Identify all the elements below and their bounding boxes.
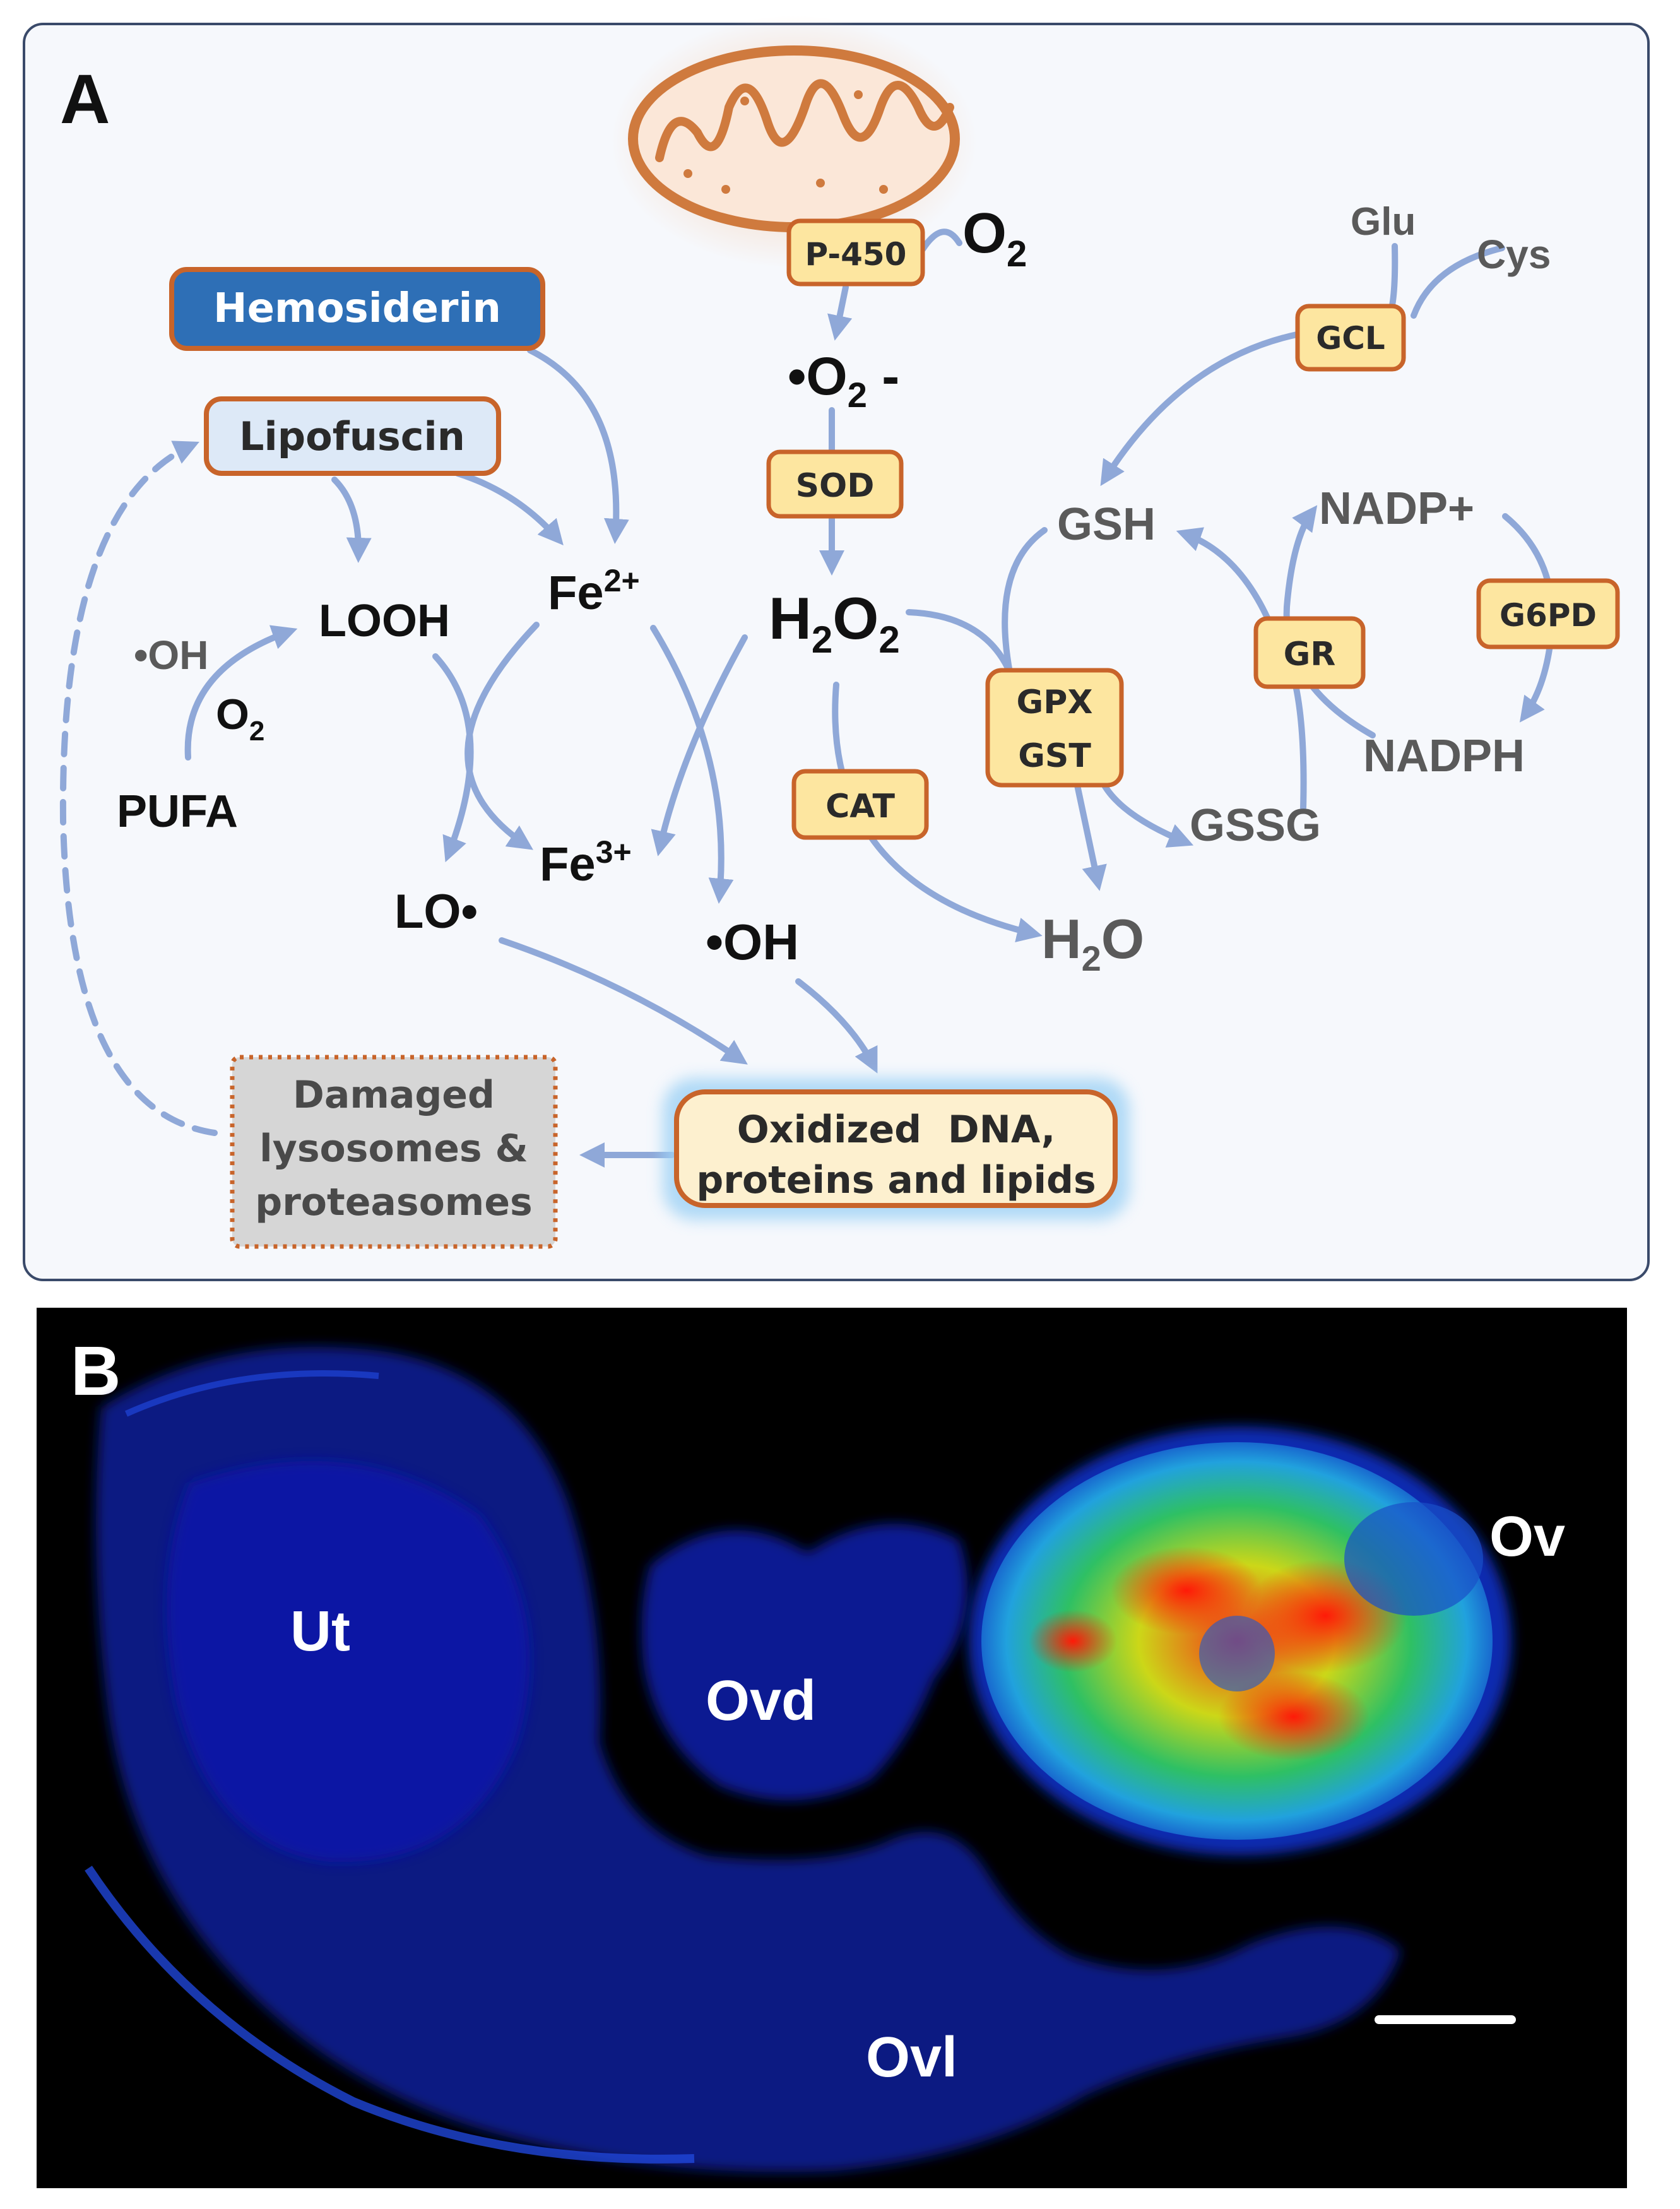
label-ov: Ov — [1489, 1505, 1565, 1568]
panel-a: A — [23, 16, 1650, 1281]
gcl-label: GCL — [1316, 320, 1385, 357]
looh-label: LOOH — [319, 596, 450, 646]
arrow-gpx-to-h2o — [1073, 776, 1107, 891]
hemosiderin-label: Hemosiderin — [213, 285, 501, 332]
fe2-label: Fe2+ — [548, 563, 640, 620]
hemosiderin-box: Hemosiderin — [169, 267, 545, 351]
label-ovl: Ovl — [866, 2026, 957, 2089]
enzyme-gpx-gst: GPX GST — [985, 668, 1124, 788]
arrow-damaged-to-lipofuscin-dashed — [59, 441, 218, 1136]
glu-label: Glu — [1351, 200, 1416, 244]
oxidized-line-2: proteins and lipids — [696, 1158, 1096, 1202]
lo-radical-label: LO• — [394, 885, 478, 939]
uterus-inner-fold — [167, 1460, 530, 1863]
arrow-h2o2-to-h2o-cat — [832, 682, 1043, 943]
sod-label: SOD — [796, 467, 875, 505]
arrow-hemosiderin-to-fe2 — [527, 347, 629, 544]
nadp-plus-label: NADP+ — [1319, 483, 1474, 534]
arrow-p450-to-superoxide — [827, 284, 853, 341]
lipofuscin-label: Lipofuscin — [239, 413, 465, 459]
tissue-edge-strands-2 — [124, 1370, 379, 1417]
nadph-label: NADPH — [1363, 731, 1525, 781]
arrow-lo-to-oxidized — [499, 937, 748, 1065]
oh-small-label: •OH — [134, 632, 208, 678]
arrow-lipofuscin-to-looh — [331, 477, 372, 563]
lipofuscin-box: Lipofuscin — [204, 396, 501, 476]
cys-label: Cys — [1477, 232, 1551, 277]
tissue-edge-strands — [85, 1866, 695, 2164]
arrow-h2o2-to-fe3 — [651, 634, 748, 856]
oxidized-dna-box: Oxidized DNA, proteins and lipids — [663, 1078, 1130, 1220]
arrow-pufa-to-looh — [184, 625, 298, 761]
mitochondrion-icon — [611, 16, 977, 268]
arrow-fe2-to-oh — [650, 625, 734, 904]
arrow-gcl-to-gsh — [1100, 331, 1300, 487]
superoxide-label: •O2 - — [788, 346, 899, 415]
p450-label: P-450 — [805, 236, 907, 273]
gr-label: GR — [1284, 636, 1336, 673]
panel-b: B Ut Ovd Ov Ovl — [37, 1308, 1627, 2188]
label-ovd: Ovd — [706, 1669, 816, 1732]
enzyme-cat: CAT — [791, 769, 929, 840]
cat-label: CAT — [825, 788, 895, 826]
fe3-label: Fe3+ — [540, 834, 632, 891]
h2o-label: H2O — [1041, 908, 1144, 978]
damaged-lysosomes-box: Damaged lysosomes & proteasomes — [230, 1055, 558, 1249]
panel-b-letter: B — [71, 1332, 121, 1410]
damaged-line-2: lysosomes & — [259, 1127, 528, 1171]
enzyme-p450: P-450 — [786, 218, 925, 287]
o2-small-label: O2 — [216, 690, 264, 747]
h2o2-label: H2O2 — [769, 585, 900, 661]
arrow-lipofuscin-to-fe2 — [454, 470, 564, 546]
oxidized-line-1: Oxidized DNA, — [737, 1108, 1056, 1152]
label-ut: Ut — [290, 1600, 350, 1663]
gssg-label: GSSG — [1190, 800, 1321, 851]
gsh-label: GSH — [1057, 499, 1156, 550]
oviduct-tissue — [641, 1524, 968, 1801]
g6pd-label: G6PD — [1500, 597, 1597, 634]
damaged-line-3: proteasomes — [255, 1180, 532, 1224]
arrow-gpx-to-gssg — [1098, 776, 1194, 848]
gst-label: GST — [1018, 737, 1091, 775]
enzyme-g6pd: G6PD — [1476, 578, 1620, 649]
arrow-fe2-to-fe3-left — [464, 622, 540, 850]
enzyme-gcl: GCL — [1295, 304, 1406, 372]
panel-a-letter: A — [60, 61, 110, 138]
oh-radical-label: •OH — [706, 914, 799, 970]
ovary-tissue — [969, 1426, 1511, 1856]
pathway-arrows — [59, 228, 1556, 1168]
pufa-label: PUFA — [117, 786, 238, 837]
arrow-o2-to-p450 — [920, 228, 962, 252]
gpx-label: GPX — [1017, 684, 1093, 721]
enzyme-gr: GR — [1253, 616, 1366, 689]
o2-top-label: O2 — [962, 202, 1027, 275]
arrow-nadph-to-nadp — [1283, 505, 1376, 738]
arrow-oh-to-oxidized — [795, 978, 878, 1074]
arrow-gsh-to-gpx — [1002, 527, 1048, 675]
arrow-h2o2-to-gpx — [906, 609, 1013, 675]
enzyme-sod: SOD — [766, 449, 904, 519]
tissue-section — [85, 1347, 1511, 2172]
damaged-line-1: Damaged — [293, 1073, 495, 1117]
